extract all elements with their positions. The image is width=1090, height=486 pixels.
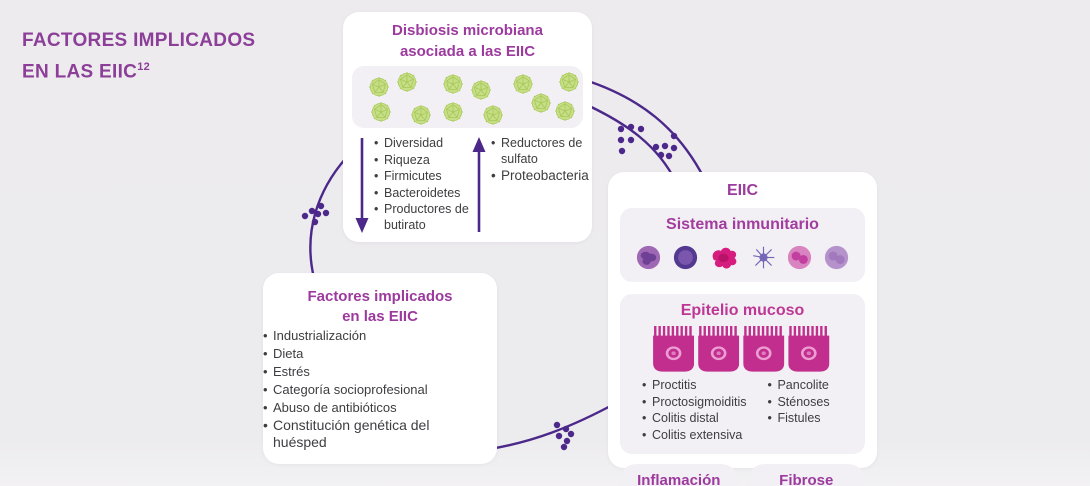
bacteria-icon: [394, 69, 420, 95]
immune-system-title: Sistema inmunitario: [666, 216, 819, 233]
outcome-badges: Inflamación Fibrose: [620, 464, 865, 486]
factores-title: Factores implicados en las EIIC: [307, 288, 453, 325]
epithelium-lists: Proctitis Proctosigmoiditis Colitis dist…: [632, 378, 853, 444]
eiic-card: EIIC Sistema inmunitario: [608, 172, 877, 486]
monocyte-cell-icon: [822, 243, 851, 272]
bacteria-icon: [440, 99, 466, 125]
neutrophil-cell-icon: [634, 243, 663, 272]
curve-disbiosis-to-eiic-outer: [583, 78, 706, 180]
list-item: Riqueza: [374, 153, 470, 169]
disbiosis-lists: Diversidad Riqueza Firmicutes Bacteroide…: [343, 128, 592, 234]
eiic-title: EIIC: [726, 182, 759, 199]
bacteria-icon: [468, 77, 494, 103]
bacteria-icon: [552, 98, 578, 124]
list-item: Pancolite: [767, 378, 853, 394]
mucosal-epithelium-panel: Epitelio mucoso Proctitis Proctosigmoidi…: [620, 294, 865, 454]
epithelium-title: Epitelio mucoso: [680, 302, 805, 319]
increased-list: Reductores de sulfato Proteobacteria: [491, 136, 599, 234]
list-item: Dieta: [263, 345, 469, 362]
page-title-line1: FACTORES IMPLICADOS: [22, 30, 256, 51]
decreased-group: Diversidad Riqueza Firmicutes Bacteroide…: [355, 136, 470, 234]
bacteria-icon: [368, 99, 394, 125]
epithelium-list-right: Pancolite Sténoses Fistules: [767, 378, 853, 444]
fibrosis-badge: Fibrose: [747, 464, 865, 486]
bacteria-icon: [408, 102, 434, 128]
list-item: Productores de butirato: [374, 202, 470, 233]
factores-list: Industrialización Dieta Estrés Categoría…: [263, 327, 469, 451]
macrophage-cell-icon: [708, 242, 742, 272]
list-item: Industrialización: [263, 327, 469, 344]
curve-disbiosis-to-eiic-inner: [583, 102, 678, 184]
increased-group: Reductores de sulfato Proteobacteria: [472, 136, 599, 234]
list-item: Abuso de antibióticos: [263, 399, 469, 416]
epithelium-list-left: Proctitis Proctosigmoiditis Colitis dist…: [642, 378, 755, 444]
lymphocyte-cell-icon: [671, 243, 700, 272]
list-item: Diversidad: [374, 136, 470, 152]
list-item: Proteobacteria: [491, 168, 599, 184]
bacteria-icon: [440, 71, 466, 97]
list-item: Estrés: [263, 363, 469, 380]
list-item: Bacteroidetes: [374, 186, 470, 202]
decrease-arrow-icon: [355, 138, 369, 233]
bacteria-icon: [528, 90, 554, 116]
decreased-list: Diversidad Riqueza Firmicutes Bacteroide…: [374, 136, 470, 234]
increase-arrow-icon: [472, 137, 486, 232]
dendritic-cell-icon: [750, 243, 777, 272]
list-item: Colitis distal: [642, 411, 755, 427]
inflammation-badge: Inflamación: [620, 464, 738, 486]
disbiosis-card: Disbiosis microbiana asociada a las EIIC: [343, 12, 592, 242]
curve-eiic-to-factores: [488, 400, 620, 451]
list-item: Firmicutes: [374, 169, 470, 185]
list-item: Fistules: [767, 411, 853, 427]
immune-system-panel: Sistema inmunitario: [620, 208, 865, 282]
bacteria-icon: [480, 102, 506, 128]
curve-factores-to-disbiosis: [309, 156, 348, 280]
list-item: Proctitis: [642, 378, 755, 394]
list-item: Proctosigmoiditis: [642, 395, 755, 411]
list-item: Constitución genética del huésped: [263, 417, 469, 451]
bacteria-icon: [556, 69, 582, 95]
bacteria-icon: [366, 74, 392, 100]
reference-superscript: 12: [137, 61, 151, 73]
page-title-line2: EN LAS EIIC12: [22, 61, 151, 83]
mucosal-epithelium-icon: [652, 326, 829, 372]
list-item: Sténoses: [767, 395, 853, 411]
bacteria-panel: [352, 66, 583, 128]
page-title: FACTORES IMPLICADOS EN LAS EIIC12: [22, 28, 255, 85]
immune-cells-row: [632, 242, 853, 272]
list-item: Categoría socioprofesional: [263, 381, 469, 398]
factores-card: Factores implicados en las EIIC Industri…: [263, 273, 497, 464]
metabolite-dot-cluster: [301, 123, 678, 451]
eosinophil-cell-icon: [785, 243, 814, 272]
disbiosis-title: Disbiosis microbiana asociada a las EIIC: [392, 22, 543, 60]
list-item: Reductores de sulfato: [491, 136, 599, 167]
list-item: Colitis extensiva: [642, 428, 755, 444]
